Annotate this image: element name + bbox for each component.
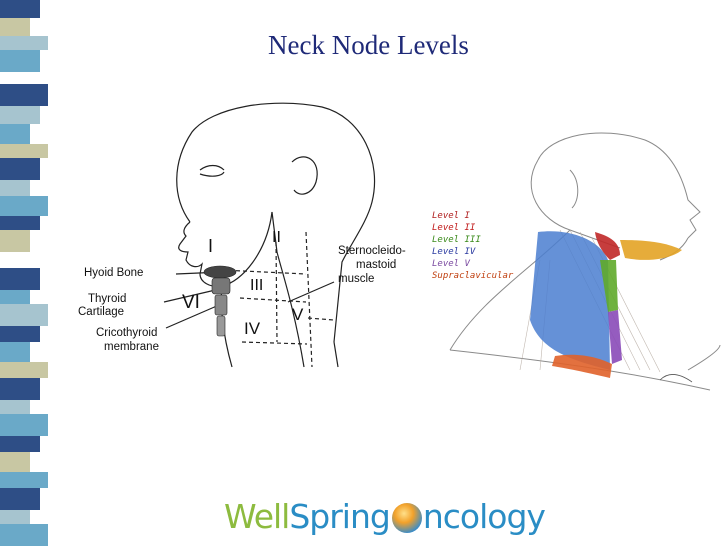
- level-5-label: V: [292, 305, 304, 324]
- strip-block: [0, 106, 40, 124]
- strip-block: [0, 72, 30, 84]
- cricothyroid-label-line1: Cricothyroid: [96, 327, 157, 339]
- strip-block: [0, 342, 30, 362]
- strip-block: [0, 524, 48, 546]
- strip-block: [0, 488, 40, 510]
- strip-block: [0, 378, 40, 400]
- legend-item-level-4: Level IV: [432, 247, 476, 257]
- strip-block: [0, 180, 30, 196]
- strip-block: [0, 196, 48, 216]
- scm-label-line1: Sternocleido-: [338, 245, 406, 257]
- strip-block: [0, 362, 48, 378]
- level-color-legend: Level I Level II Level III Level IV Leve…: [432, 210, 513, 282]
- strip-block: [0, 124, 30, 144]
- neck-levels-color-illustration: [420, 120, 722, 400]
- wellspring-oncology-logo: Well Spring ncology: [224, 494, 564, 538]
- level-6-label: VI: [182, 292, 200, 313]
- strip-block: [0, 290, 30, 304]
- legend-item-level-2: Level II: [432, 223, 476, 233]
- thyroid-label-line2: Cartilage: [78, 306, 124, 318]
- slide-title: Neck Node Levels: [268, 30, 469, 60]
- legend-item-level-3: Level III: [432, 235, 481, 245]
- thyroid-label-line1: Thyroid: [88, 293, 126, 305]
- strip-block: [0, 436, 40, 452]
- strip-block: [0, 158, 40, 180]
- strip-block: [0, 326, 40, 342]
- level-3-label: III: [250, 277, 263, 294]
- strip-block: [0, 400, 30, 414]
- strip-block: [0, 304, 48, 326]
- strip-block: [0, 216, 40, 230]
- strip-block: [0, 230, 30, 252]
- strip-block: [0, 50, 40, 72]
- strip-block: [0, 252, 48, 268]
- strip-block: [0, 144, 48, 158]
- strip-block: [0, 84, 48, 106]
- strip-block: [0, 414, 48, 436]
- neck-levels-line-diagram: I II III IV V VI Hyoid Bone Thyroid Cart…: [72, 102, 442, 370]
- legend-item-level-5: Level V: [432, 259, 470, 269]
- level-1-label: I: [208, 236, 213, 256]
- strip-block: [0, 510, 30, 524]
- logo-text-ncology: ncology: [422, 496, 546, 536]
- hyoid-bone-label: Hyoid Bone: [84, 267, 143, 279]
- legend-item-level-1: Level I: [432, 211, 470, 221]
- level-2-label: II: [272, 229, 281, 246]
- legend-item-supraclavicular: Supraclavicular: [432, 271, 514, 281]
- strip-block: [0, 36, 48, 50]
- strip-block: [0, 452, 30, 472]
- strip-block: [0, 0, 40, 18]
- strip-block: [0, 268, 40, 290]
- logo-globe-icon: [391, 503, 422, 533]
- cricothyroid-label-line2: membrane: [104, 341, 159, 353]
- logo-text-spring: Spring: [289, 496, 390, 536]
- scm-label-line2: mastoid: [356, 259, 396, 271]
- decorative-side-strip: [0, 0, 56, 546]
- logo-text-well: Well: [224, 496, 290, 536]
- strip-block: [0, 472, 48, 488]
- scm-label-line3: muscle: [338, 273, 374, 285]
- level-4-label: IV: [244, 319, 261, 338]
- strip-block: [0, 18, 30, 36]
